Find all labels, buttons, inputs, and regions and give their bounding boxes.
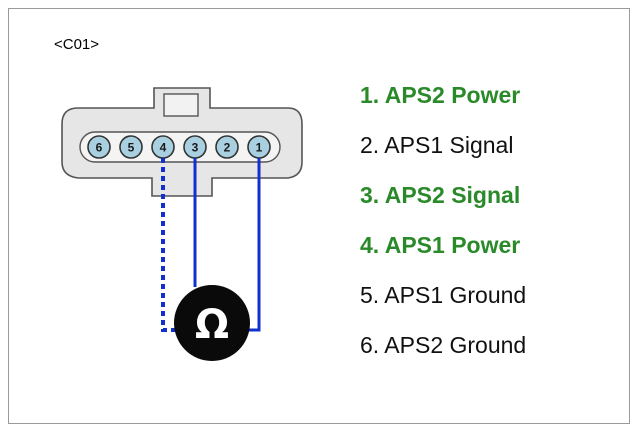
pin-2: 2 xyxy=(215,135,239,159)
pin-4: 4 xyxy=(151,135,175,159)
legend-item-2: 2. APS1 Signal xyxy=(360,132,514,158)
ohm-symbol: Ω xyxy=(195,302,229,348)
legend-item-3: 3. APS2 Signal xyxy=(360,182,521,208)
pin-6: 6 xyxy=(87,135,111,159)
wire-pin-1 xyxy=(244,158,261,332)
diagram-frame xyxy=(8,8,630,424)
ohmmeter-icon: Ω xyxy=(174,285,250,361)
legend-item-1: 1. APS2 Power xyxy=(360,82,521,108)
wire-pin-4-dashed xyxy=(161,158,180,332)
pin-3-label: 3 xyxy=(192,141,199,155)
pin-4-label: 4 xyxy=(160,141,167,155)
connector-latch xyxy=(163,93,199,117)
legend-item-4: 4. APS1 Power xyxy=(360,232,521,258)
pin-1: 1 xyxy=(247,135,271,159)
legend-item-6: 6. APS2 Ground xyxy=(360,332,527,358)
pin-3: 3 xyxy=(183,135,207,159)
legend-item-5: 5. APS1 Ground xyxy=(360,282,527,308)
pin-legend: 1. APS2 Power 2. APS1 Signal 3. APS2 Sig… xyxy=(360,76,526,376)
pin-2-label: 2 xyxy=(224,141,231,155)
pin-1-label: 1 xyxy=(256,141,263,155)
pin-5-label: 5 xyxy=(128,141,135,155)
connector-label: <C01> xyxy=(54,36,100,53)
pin-6-label: 6 xyxy=(96,141,103,155)
pin-5: 5 xyxy=(119,135,143,159)
